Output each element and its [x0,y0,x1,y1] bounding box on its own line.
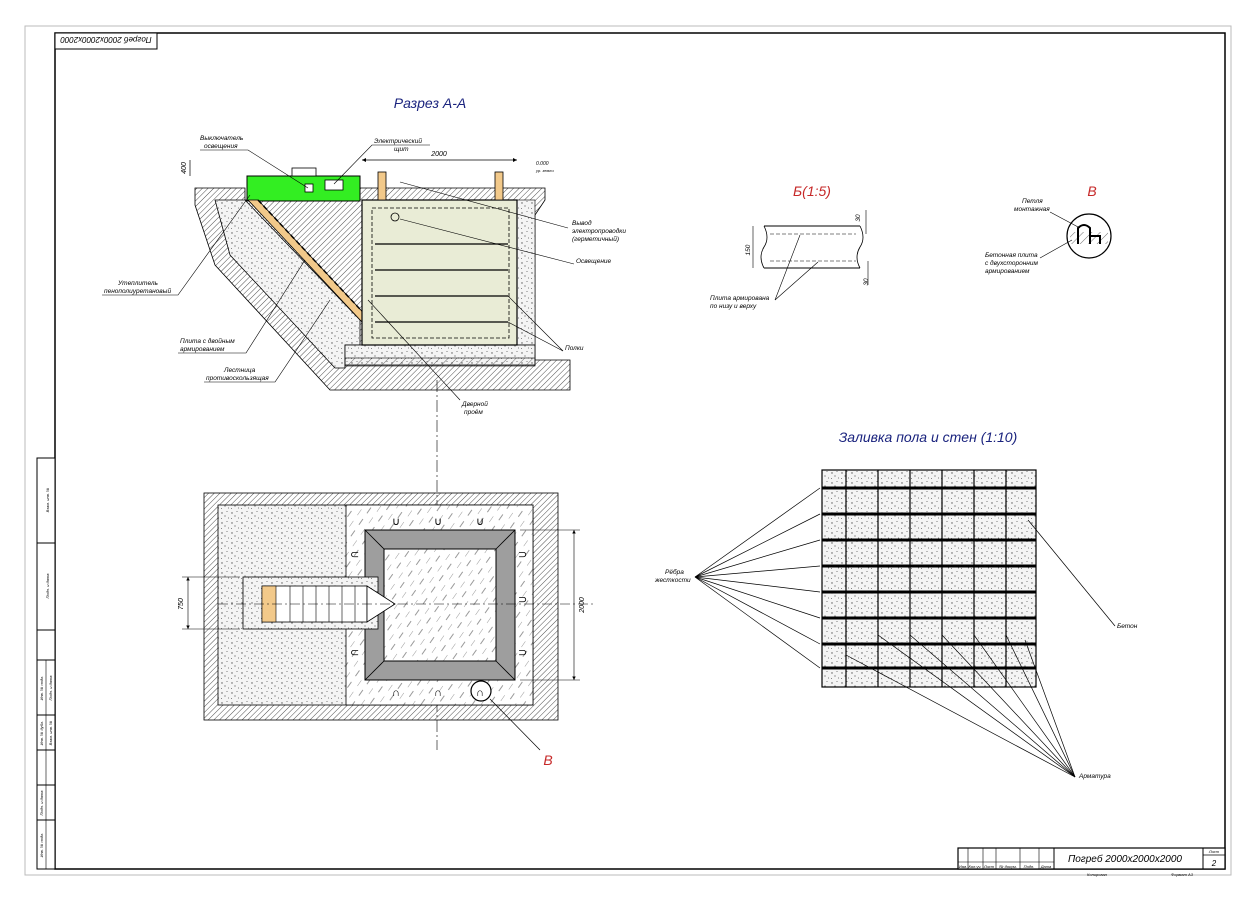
loop-label: монтажная [1014,206,1050,213]
svg-text:⊂: ⊂ [350,549,359,561]
tb-col: Лист [983,864,995,869]
door-label: проём [464,409,483,416]
side-stamp-cell: Подп. и дата [39,790,44,816]
panel-box [324,179,344,191]
switch-label: Выключатель [200,135,244,142]
floor-fill-view: Заливка пола и стен (1:10) [654,429,1138,780]
ribs-label: Рёбра [665,568,684,576]
tb-col: Изм. [959,864,968,869]
roof-cap [291,167,317,177]
detail-b-label: Плита армирована [710,295,770,302]
loop-callout-circle [470,680,492,702]
v-slab-label: с двухсторонним [985,259,1038,267]
dim-400: 400 [181,162,188,174]
level-mark: 0.000 [536,161,549,167]
svg-text:∪: ∪ [392,516,400,528]
vent-pipe [494,171,504,201]
level-sub: ур. земли [535,168,554,173]
tb-col: Кол.уч. [968,864,981,869]
plan-callout: В [543,752,552,768]
concrete-label: Бетон [1117,623,1138,630]
side-stamp-cell: Взам. инв. № [48,720,53,745]
vent-pipe [377,171,387,201]
detail-v-title: В [1087,183,1096,199]
tb-sheet-no: 2 [1211,859,1217,868]
tb-copied: Копировал [1087,872,1108,877]
slab-label: Плита с двойным [180,337,235,345]
svg-text:∪: ∪ [434,516,442,528]
top-stamp-text: Погреб 2000х2000х2000 [60,35,152,44]
floor-grid [821,469,1037,688]
section-aa-title: Разрез А-А [394,95,466,111]
dim-2000-plan: 2000 [579,597,586,614]
side-stamp-cell: Инв. № подл. [39,833,44,858]
dim-30a: 30 [855,214,862,222]
side-stamp-cell: Подп. и дата [48,675,53,701]
section-aa: Разрез А-А 2000 400 0.000 [102,95,626,750]
tb-format: Формат А3 [1171,872,1194,877]
svg-text:∩: ∩ [476,687,484,699]
floor-base [344,357,536,367]
reinforcement-line [371,207,510,339]
concrete-fill-right [516,199,536,346]
detail-b-label: по низу и верху [710,303,757,310]
lighting-label: Освещение [576,258,612,265]
detail-v: В Петля монтажная Бетонная плита с двухс… [985,183,1112,275]
dim-2000: 2000 [430,151,447,158]
svg-text:⊂: ⊂ [350,647,359,659]
floor-fill-title: Заливка пола и стен (1:10) [839,429,1018,445]
svg-text:⊃: ⊃ [518,594,527,606]
door-label: Дверной [461,400,488,408]
lamp-icon [390,212,400,222]
side-stamp-cell: Инв. № дубл. [39,721,44,746]
detail-b-title: Б(1:5) [793,183,831,199]
side-stamp: Взам. инв. № Подп. и дата Инв. № подл. П… [36,457,56,870]
dim-30b: 30 [863,278,870,286]
panel-label: щит [394,146,409,153]
insulation-label: пенополиуретановый [104,287,171,295]
slab-label: армированием [180,346,225,353]
detail-b: Б(1:5) 150 30 30 Плита армирована по низ… [710,183,870,310]
tb-col: Дата [1040,864,1052,869]
tb-col: Подп. [1024,864,1035,869]
dim-750: 750 [178,598,185,610]
dim-150: 150 [745,244,752,255]
title-block: Изм. Кол.уч. Лист № докум. Подп. Дата По… [957,847,1226,877]
loop-label: Петля [1022,198,1043,205]
switch-label: освещения [204,143,238,150]
svg-text:∩: ∩ [392,687,400,699]
svg-text:∩: ∩ [434,687,442,699]
svg-text:∪: ∪ [476,516,484,528]
ribs-label: жесткости [654,577,691,584]
insulation-label: Утеплитель [117,280,159,287]
v-slab-label: армированием [985,268,1030,275]
wiring-label: электропроводки [572,227,626,235]
tb-sheet-label: Лист [1208,849,1220,854]
switch-box [304,183,314,193]
side-stamp-cell: Инв. № подл. [39,676,44,701]
wiring-label: Вывод [572,219,592,227]
cellar-room [361,199,518,346]
wiring-label: (герметичный) [572,235,619,243]
rebar-label: Арматура [1078,773,1111,780]
tb-col: № докум. [999,864,1017,869]
outer-frame [24,25,1232,876]
inner-frame [54,32,1226,870]
svg-text:⊃: ⊃ [518,647,527,659]
top-stamp: Погреб 2000х2000х2000 [54,32,158,50]
plan-floor [383,548,497,662]
stairs-label: Лестница [223,367,256,374]
v-slab-label: Бетонная плита [985,252,1038,259]
svg-text:⊃: ⊃ [518,549,527,561]
shelves-label: Полки [565,345,584,352]
panel-label: Электрический [374,137,422,145]
side-stamp-cell: Взам. инв. № [45,487,50,512]
tb-name: Погреб 2000х2000х2000 [1068,853,1182,865]
side-stamp-cell: Подп. и дата [45,573,50,599]
plan-view: ∪ ∪ ∪ ∩ ∩ ⊂ ⊂ ⊃ ⊃ ⊃ ∩ В 750 2000 [178,492,595,768]
stairs-label: противоскользящая [206,375,269,382]
